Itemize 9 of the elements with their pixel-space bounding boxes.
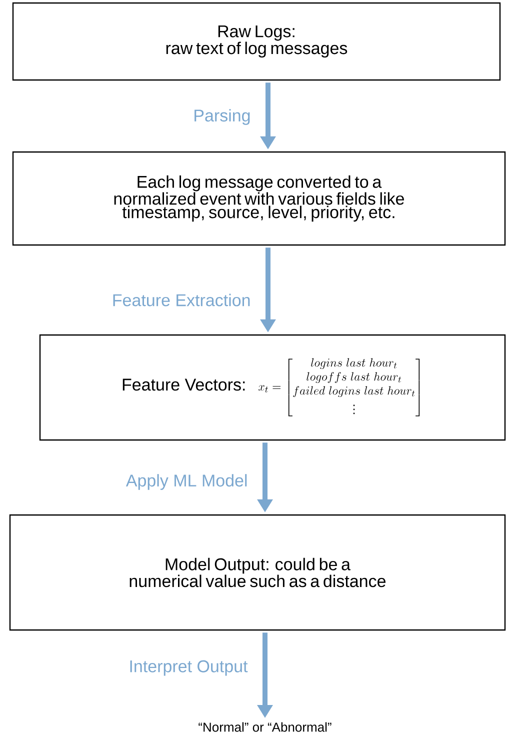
process-box: Feature Vectors: $x_t = \begin{bmatrix} logins\ last\ hour_t \\ logoffs\ last\ hour_t \\ failed\ logins\ last\ hour_t \\ \vdots \end{bmatrix}$ — [39, 334, 506, 441]
result-text: “Normal” or “Abnormal” — [198, 722, 332, 732]
process-box: Raw Logs: raw text of log messages — [12, 2, 501, 81]
edge-label: Feature Extraction — [113, 294, 250, 306]
process-box: Each log message converted to a normalized event with various fields like timestamp, source, level, priority, etc. — [12, 151, 506, 246]
process-box: Model Output: could be a numerical value such as a distance — [9, 514, 506, 631]
edge-label: Apply ML Model — [126, 474, 247, 490]
edge-label: Interpret Output — [130, 660, 248, 676]
edge-label: Parsing — [194, 109, 250, 125]
